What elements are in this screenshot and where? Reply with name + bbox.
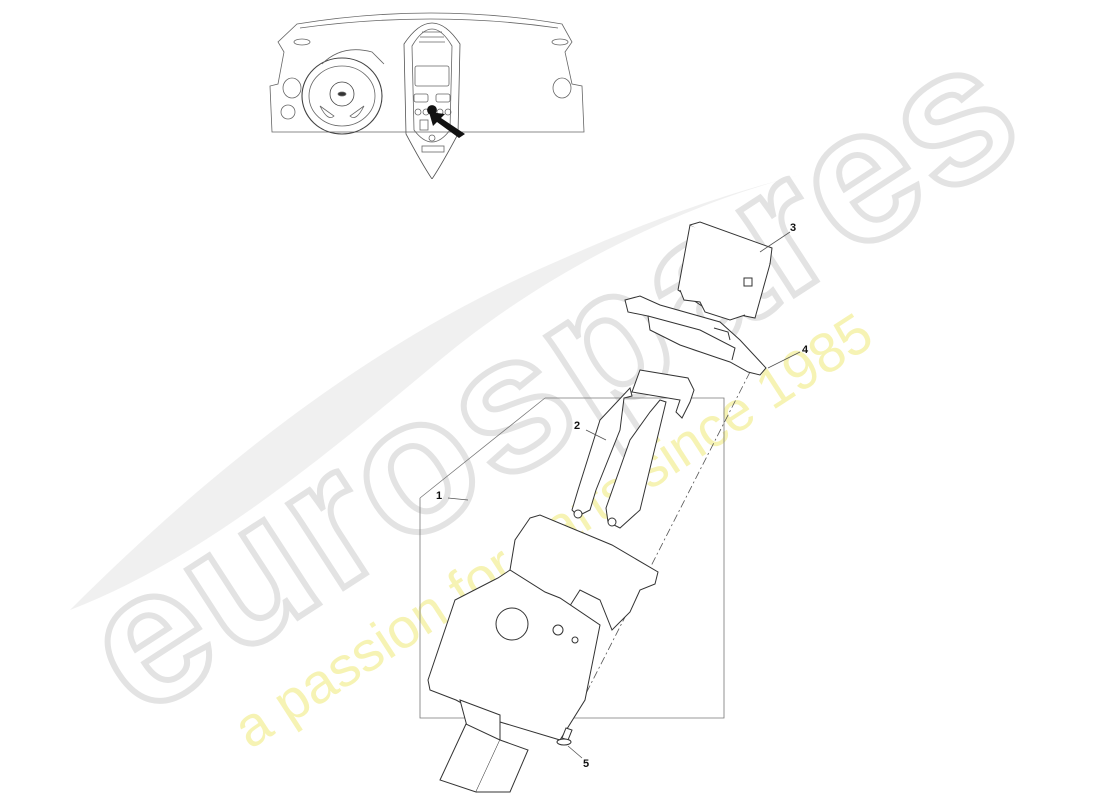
callout-4[interactable]: 4 — [802, 344, 809, 356]
arrow-pointer-icon — [429, 112, 465, 138]
callout-3[interactable]: 3 — [790, 222, 797, 234]
part-3-bezel[interactable] — [677, 221, 773, 321]
callout-5[interactable]: 5 — [583, 758, 590, 770]
part-1-switch-body[interactable] — [427, 514, 659, 793]
callout-2[interactable]: 2 — [574, 420, 581, 432]
part-2-barrel[interactable] — [571, 369, 695, 529]
dashboard-locator — [269, 12, 585, 179]
part-4-housing[interactable] — [624, 295, 767, 376]
callout-1[interactable]: 1 — [436, 490, 443, 502]
part-5-screw[interactable] — [556, 727, 573, 746]
